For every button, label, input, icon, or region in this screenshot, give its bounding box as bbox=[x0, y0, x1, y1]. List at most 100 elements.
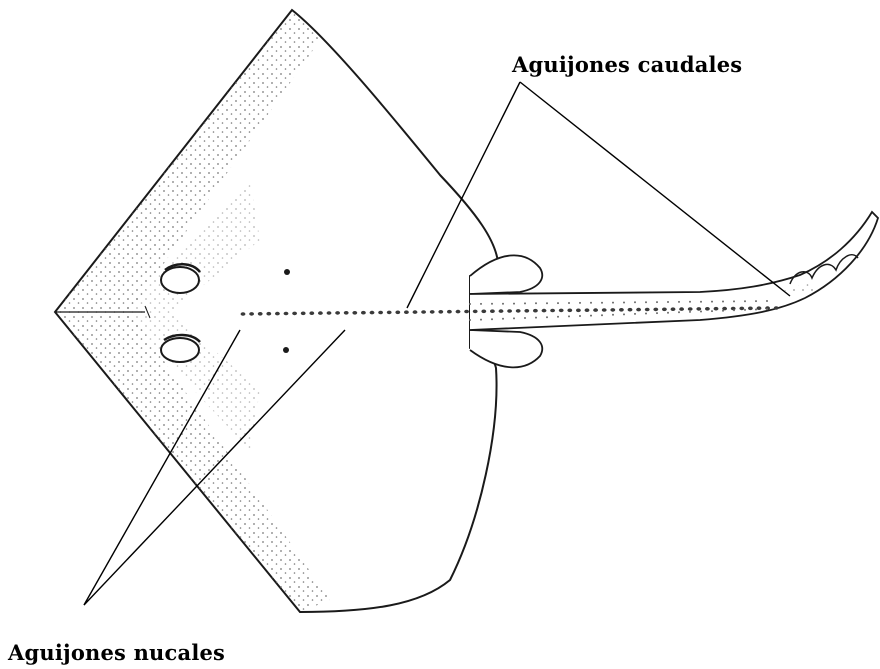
spine-dot bbox=[671, 307, 676, 311]
spine-dot bbox=[524, 309, 529, 313]
spine-dot bbox=[696, 307, 701, 311]
spine-dot bbox=[249, 312, 254, 316]
spine-dot bbox=[370, 311, 375, 315]
eye-lower bbox=[161, 338, 199, 362]
tail-dot bbox=[513, 303, 515, 305]
spine-dot bbox=[705, 307, 710, 311]
tail-dot bbox=[557, 302, 559, 304]
tail-dot bbox=[722, 310, 724, 312]
tail-dot bbox=[645, 301, 647, 303]
spine-dot bbox=[739, 307, 744, 311]
spine-dot bbox=[516, 309, 521, 313]
tail-dot bbox=[667, 301, 669, 303]
spine-dot bbox=[241, 312, 246, 316]
tail-dot bbox=[579, 315, 581, 317]
spine-dot bbox=[413, 310, 418, 314]
spine-dot bbox=[344, 311, 349, 315]
spine-dot bbox=[378, 311, 383, 315]
spine-dot bbox=[645, 308, 650, 312]
eye-upper bbox=[161, 267, 199, 293]
spine-dot bbox=[456, 310, 461, 314]
tail-dot bbox=[524, 317, 526, 319]
spine-dot bbox=[542, 309, 547, 313]
spine-dot bbox=[309, 311, 314, 315]
spine-dot bbox=[619, 308, 624, 312]
tail-dot bbox=[601, 302, 603, 304]
tail-dot bbox=[700, 311, 702, 313]
spine-dot bbox=[576, 309, 581, 313]
tail-dot bbox=[755, 300, 757, 302]
label-nuchal-spines: Aguijones nucales bbox=[8, 640, 225, 665]
spine-dot bbox=[533, 309, 538, 313]
spine-dot bbox=[464, 310, 469, 314]
tail-dot bbox=[678, 311, 680, 313]
spine-dot bbox=[301, 312, 306, 316]
spine-dot bbox=[395, 311, 400, 315]
spine-dot bbox=[662, 308, 667, 312]
spine-dot bbox=[585, 308, 590, 312]
tail-dot bbox=[722, 301, 724, 303]
spine-dot bbox=[284, 312, 289, 316]
tail-dot bbox=[546, 316, 548, 318]
tail-dot bbox=[645, 313, 647, 315]
tail-dot bbox=[678, 301, 680, 303]
tail-dot bbox=[634, 313, 636, 315]
tail-dot bbox=[656, 301, 658, 303]
tail-dot bbox=[623, 313, 625, 315]
tail-dot bbox=[700, 301, 702, 303]
tail-dot bbox=[612, 314, 614, 316]
spine-dot bbox=[335, 311, 340, 315]
tail-dot bbox=[711, 310, 713, 312]
spine-dot bbox=[748, 307, 753, 311]
tail-dot bbox=[733, 309, 735, 311]
tail-dot bbox=[711, 301, 713, 303]
tail-dot bbox=[744, 300, 746, 302]
spine-dot bbox=[481, 310, 486, 314]
spine-dot bbox=[404, 310, 409, 314]
tail-dot bbox=[546, 302, 548, 304]
tail-dot bbox=[469, 319, 471, 321]
tail-dot bbox=[766, 300, 768, 302]
spine-dot bbox=[361, 311, 366, 315]
spine-dot bbox=[266, 312, 271, 316]
tail-dot bbox=[634, 301, 636, 303]
spine-dot bbox=[636, 308, 641, 312]
tail-dot bbox=[513, 317, 515, 319]
tail-dot bbox=[590, 315, 592, 317]
tail-dot bbox=[689, 311, 691, 313]
spine-dot bbox=[430, 310, 435, 314]
spine-dot bbox=[653, 308, 658, 312]
spine-dot bbox=[275, 312, 280, 316]
spine-dot bbox=[559, 309, 564, 313]
tail-dot bbox=[667, 312, 669, 314]
tail-dot bbox=[733, 300, 735, 302]
spine-dot bbox=[327, 311, 332, 315]
tail-dot bbox=[469, 303, 471, 305]
spine-dot bbox=[714, 307, 719, 311]
tail-dot bbox=[601, 314, 603, 316]
spine-dot bbox=[507, 309, 512, 313]
label-caudal-spines: Aguijones caudales bbox=[512, 52, 742, 77]
spine-dot bbox=[421, 310, 426, 314]
spine-dot bbox=[499, 309, 504, 313]
spine-dot bbox=[610, 308, 615, 312]
tail-dot bbox=[766, 308, 768, 310]
spine-dot bbox=[593, 308, 598, 312]
spine-dot bbox=[352, 311, 357, 315]
tail-dot bbox=[755, 309, 757, 311]
tail-dot bbox=[612, 302, 614, 304]
spine-dot bbox=[567, 309, 572, 313]
tail-dot bbox=[480, 319, 482, 321]
tail-dot bbox=[557, 316, 559, 318]
spine-dot bbox=[258, 312, 263, 316]
spine-dot bbox=[688, 307, 693, 311]
spine-dot bbox=[628, 308, 633, 312]
tail-dot bbox=[535, 302, 537, 304]
spine-dot bbox=[318, 311, 323, 315]
spine-dot bbox=[438, 310, 443, 314]
spine-dot bbox=[473, 310, 478, 314]
spine-dot bbox=[550, 309, 555, 313]
tail-dot bbox=[656, 312, 658, 314]
